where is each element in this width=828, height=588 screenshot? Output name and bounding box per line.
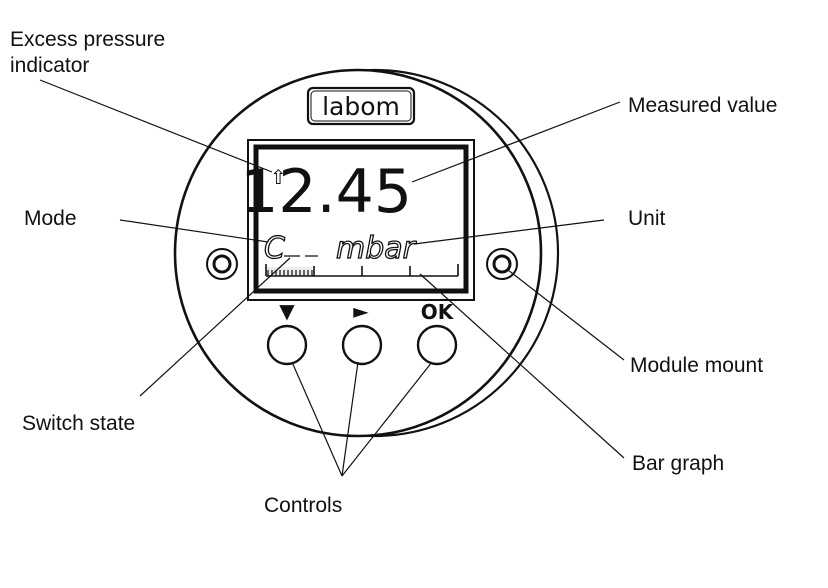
callout-labels: Excess pressure indicator Measured value… bbox=[10, 28, 777, 517]
label-unit: Unit bbox=[628, 207, 666, 230]
bar-graph-fill bbox=[266, 267, 312, 275]
module-mount-right-inner bbox=[492, 254, 512, 274]
leader-module-mount bbox=[507, 269, 625, 361]
label-switch-state: Switch state bbox=[22, 412, 135, 435]
excess-pressure-indicator-icon: ⇧ bbox=[270, 165, 287, 189]
right-button-label: ► bbox=[353, 299, 369, 323]
controls: ▼ ► OK bbox=[266, 299, 458, 366]
label-controls: Controls bbox=[264, 494, 342, 517]
label-excess-pressure-line2: indicator bbox=[10, 54, 89, 77]
leader-controls-3 bbox=[341, 361, 433, 477]
down-button[interactable] bbox=[266, 324, 308, 366]
leader-excess-pressure bbox=[39, 79, 273, 173]
mode-readout: C bbox=[264, 231, 285, 266]
lcd-display: ⇧ 12.45 C mbar bbox=[240, 139, 475, 301]
down-button-label: ▼ bbox=[279, 299, 295, 323]
lcd-inner-frame bbox=[253, 144, 469, 294]
label-excess-pressure-line1: Excess pressure bbox=[10, 28, 165, 51]
module-mount-left-outer bbox=[206, 248, 238, 280]
label-mode: Mode bbox=[24, 207, 77, 230]
leader-switch-state bbox=[139, 257, 291, 397]
module-mount-right-outer bbox=[486, 248, 518, 280]
right-button[interactable] bbox=[341, 324, 383, 366]
module-mount-left-inner bbox=[212, 254, 232, 274]
leader-measured-value bbox=[411, 101, 621, 183]
label-module-mount: Module mount bbox=[630, 354, 763, 377]
brand-logo: labom bbox=[306, 86, 416, 126]
ok-button-label: OK bbox=[421, 300, 455, 324]
leader-controls-1 bbox=[291, 361, 343, 477]
label-measured-value: Measured value bbox=[628, 94, 777, 117]
bar-graph-fill-ticks bbox=[267, 270, 313, 276]
brand-logo-inner-frame bbox=[310, 90, 412, 122]
leader-bar-graph bbox=[419, 273, 625, 459]
label-bar-graph: Bar graph bbox=[632, 452, 724, 475]
leader-lines bbox=[39, 79, 625, 477]
leader-unit bbox=[413, 219, 605, 245]
bar-graph bbox=[265, 264, 459, 277]
brand-logo-frame bbox=[306, 86, 416, 126]
leader-mode bbox=[119, 219, 269, 243]
ok-button[interactable] bbox=[416, 324, 458, 366]
module-mount-left bbox=[206, 248, 238, 280]
brand-logo-text: labom bbox=[322, 92, 400, 121]
unit-readout: mbar bbox=[336, 231, 417, 266]
lcd-outer-frame bbox=[247, 139, 475, 301]
module-mount-right bbox=[486, 248, 518, 280]
bar-graph-scale-ticks bbox=[265, 264, 459, 276]
leader-controls-2 bbox=[341, 361, 359, 477]
measured-value-readout: 12.45 bbox=[240, 157, 412, 227]
